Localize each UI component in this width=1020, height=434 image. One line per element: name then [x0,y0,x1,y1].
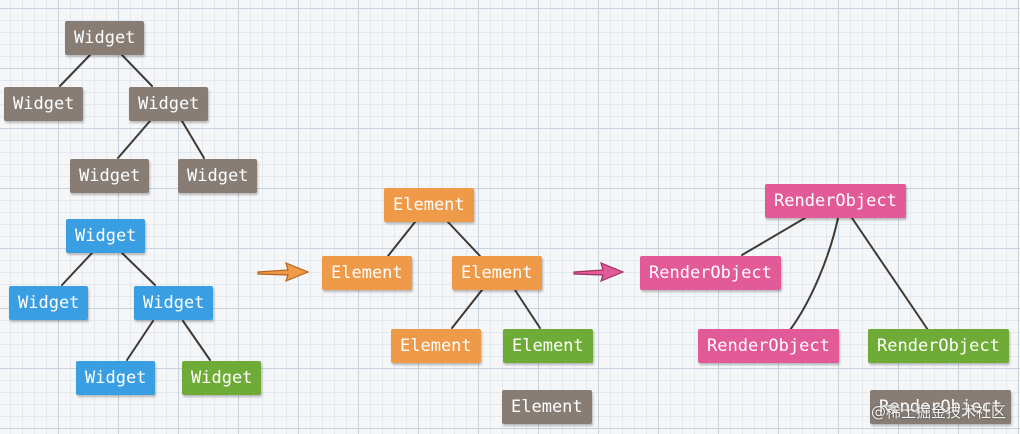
edge [514,289,541,329]
edge [181,120,205,159]
widget-gray-root: Widget [65,21,145,55]
edge [447,221,481,257]
widget-gray-mid-right: Widget [178,159,258,193]
watermark: @稀土掘金技术社区 [870,403,1006,421]
edge [121,54,153,87]
widget-gray-left: Widget [4,87,84,121]
edge [61,252,93,286]
element-root: Element [384,188,474,222]
edge [126,320,154,361]
widget-blue-left: Widget [9,286,89,320]
arrow-pink [573,261,625,283]
render-bottom-right: RenderObject [868,329,1009,363]
widget-blue-mid: Widget [134,286,214,320]
edge [789,217,839,331]
edge [451,289,483,329]
element-mid-left: Element [391,329,481,363]
widget-blue-root: Widget [66,219,146,253]
render-root: RenderObject [765,184,906,218]
edge [117,120,151,159]
element-mid-right: Element [503,329,593,363]
widget-gray-mid: Widget [129,87,209,121]
edge [851,217,929,331]
render-bottom-left: RenderObject [698,329,839,363]
element-left: Element [322,256,412,290]
widget-blue-mid-left: Widget [76,361,156,395]
element-mid: Element [452,256,542,290]
widget-gray-mid-left: Widget [70,159,150,193]
edge [741,217,806,256]
edge [59,54,91,87]
widget-green-mid-right: Widget [182,361,262,395]
element-detached: Element [502,390,592,424]
edge [387,221,416,257]
render-left: RenderObject [640,256,781,290]
edge [121,252,156,286]
render-detached: RenderObject [870,390,1011,424]
arrow-orange [257,261,310,283]
edge [182,320,211,361]
